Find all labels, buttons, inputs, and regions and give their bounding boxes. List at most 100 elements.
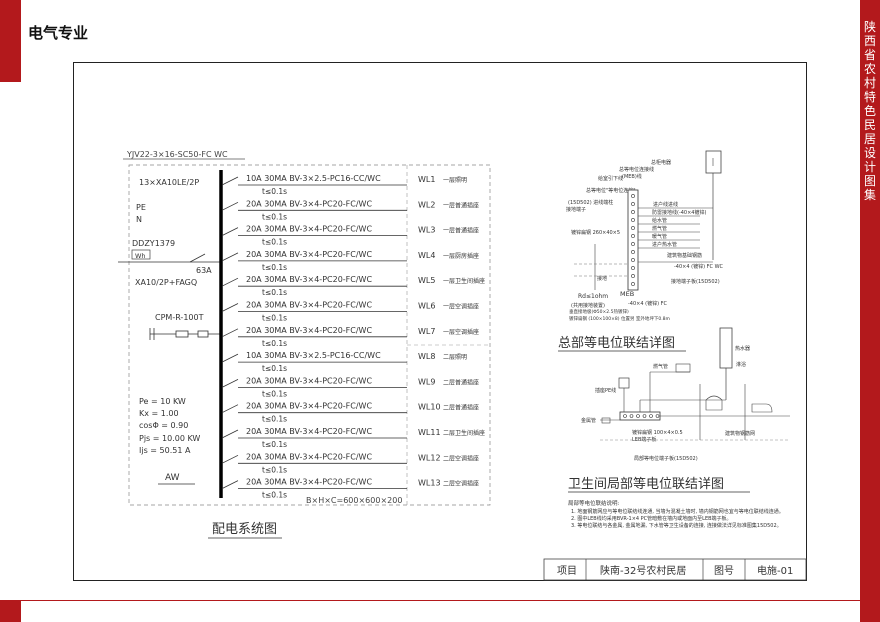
ldb-box-label: LEB端子板 (632, 436, 656, 443)
meb-b1: 垂直接地极(Φ50×2.5热镀锌) (569, 308, 629, 315)
leb-terminal-bar (619, 411, 661, 421)
calc-pjs: Pjs = 10.00 KW (139, 434, 200, 443)
breaker-contact (221, 404, 239, 414)
circuit-trip: t≤0.1s (262, 364, 287, 373)
meb-r9: 接地端子板(15D502) (671, 278, 720, 285)
breaker-contact (221, 176, 239, 186)
circuit-id: WL8 (418, 352, 435, 361)
meb-label-l1: 给室引下线 (598, 175, 623, 182)
circuit-id: WL13 (418, 479, 441, 488)
ldb-heater-label: 热水器 (735, 345, 750, 352)
ldb-term-label: 镀锌扁钢 100×4×0.5 (632, 429, 683, 436)
breaker-contact (221, 277, 239, 287)
meb-label-l3: (MEB)线 (622, 173, 642, 180)
circuit-trip: t≤0.1s (262, 339, 287, 348)
meb-box-label: MEB (620, 290, 634, 298)
terminal-dot (631, 234, 635, 238)
feeder-cable: YJV22-3×16-SC50-FC WC (126, 150, 228, 159)
circuit-name: 一层厨房插座 (443, 252, 479, 260)
circuit-name: 二层卫生间插座 (443, 429, 485, 437)
circuit-spec: 20A 30MA BV-3×4-PC20-FC/WC (246, 478, 372, 487)
meter-unit: Wh (135, 252, 146, 260)
terminal-dot (636, 414, 640, 418)
circuit-spec: 20A 30MA BV-3×4-PC20-FC/WC (246, 199, 372, 208)
breaker-contact (221, 480, 239, 489)
meb-label-l6: 接地端子 (566, 206, 586, 213)
left-accent-bar-bottom (0, 601, 21, 622)
calc-pe: Pe = 10 KW (139, 397, 186, 406)
meb-r8: -40×4 (镀锌) FC WC (674, 263, 724, 270)
circuit-id: WL3 (418, 226, 435, 235)
terminal-dot (631, 266, 635, 270)
circuit-id: WL1 (418, 175, 435, 184)
leb-terminal-dots (623, 414, 660, 418)
breaker-contact (221, 252, 239, 262)
meb-r5: 暖气管 (652, 233, 667, 240)
side-title: 陕西省农村特色民居设计图集 (863, 20, 876, 202)
terminal-dot (631, 242, 635, 246)
spd-device (175, 330, 189, 338)
circuit-trip: t≤0.1s (262, 238, 287, 247)
terminal-dot (631, 282, 635, 286)
circuit-spec: 20A 30MA BV-3×4-PC20-FC/WC (246, 275, 372, 284)
n-label: N (136, 215, 142, 224)
circuit-name: 一层普通插座 (443, 201, 479, 209)
drawing-sheet (73, 62, 807, 581)
terminal-dot (629, 414, 634, 418)
breaker-contact (221, 328, 239, 338)
title-block: 项目 陕南-32号农村民居 图号 电施-01 (543, 558, 807, 581)
ldb-note2: 局部等电位端子板(15D502) (634, 455, 698, 462)
ldb-gas-label: 燃气管 (653, 363, 668, 370)
breaker-rating: 63A (196, 266, 212, 275)
breaker-contact (221, 429, 239, 439)
panel-boundary (128, 164, 491, 506)
main-switch-spec: 13×XA10LE/2P (139, 178, 199, 187)
drawing-no: 电施-01 (757, 564, 793, 577)
circuit-trip: t≤0.1s (262, 263, 287, 272)
circuit-trip: t≤0.1s (262, 212, 287, 221)
circuit-id: WL5 (418, 276, 435, 285)
circuit-id: WL2 (418, 200, 435, 209)
meb-r7: 建筑物基础钢筋 (667, 252, 702, 259)
notes-title: 局部等电位联结说明: (568, 499, 620, 507)
main-breaker-contact (189, 253, 206, 263)
item-label: 项目 (557, 565, 577, 577)
circuit-name: 一层照明 (443, 177, 467, 184)
page-title: 电气专业 (28, 24, 89, 42)
terminal-dot (631, 194, 635, 198)
meb-r4: 燃气管 (652, 225, 667, 232)
breaker-contact (221, 379, 239, 388)
circuit-spec: 20A 30MA BV-3×4-PC20-FC/WC (246, 402, 372, 411)
circuit-id: WL10 (418, 403, 441, 412)
terminal-dot (631, 210, 635, 214)
ldb-socket-label: 插座PE线 (595, 387, 616, 394)
toilet-shape (751, 403, 773, 413)
circuit-spec: 20A 30MA BV-3×4-PC20-FC/WC (246, 225, 372, 234)
circuit-name: 一层空调插座 (443, 303, 479, 311)
meb-r11: 接地 (597, 275, 607, 282)
terminal-dot (649, 414, 653, 418)
circuit-spec: 10A 30MA BV-3×2.5-PC16-CC/WC (246, 174, 381, 183)
meb-label-l2: 总等电位连接线 (619, 166, 654, 173)
meb-r6: 进户热水管 (652, 241, 677, 248)
title-block-frame (543, 558, 807, 581)
meb-b3: 镀锌扁钢 (100×100×8) 位置另 室外地坪下0.8m (569, 315, 670, 322)
terminal-dot (631, 258, 635, 262)
terminal-dot (623, 414, 627, 418)
terminal-dot (655, 414, 660, 418)
pe-label: PE (136, 203, 146, 212)
water-heater (719, 327, 733, 369)
circuit-name: 二层空调插座 (443, 454, 479, 462)
radiator (675, 363, 691, 373)
circuit-id: WL11 (418, 428, 441, 437)
distribution-system: YJV22-3×16-SC50-FC WC 13×XA10LE/2P PE N … (118, 150, 491, 539)
aw-label: AW (165, 473, 180, 483)
note-item: 2. 图中LEB线均采用BVR-1×4 PC管暗敷在墙内或地面内至LEB端子板。 (571, 515, 732, 522)
calc-ijs: Ijs = 50.51 A (139, 446, 191, 455)
circuit-trip: t≤0.1s (262, 415, 287, 424)
